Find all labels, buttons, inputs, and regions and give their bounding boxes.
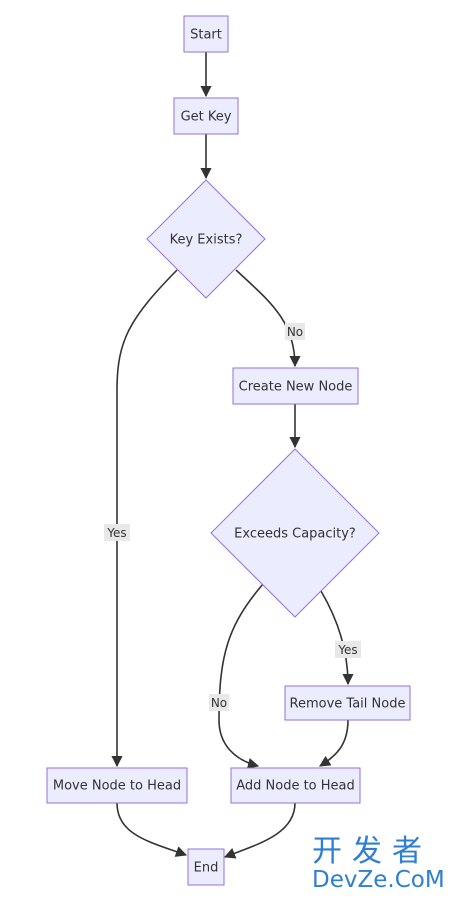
node-start-label: Start xyxy=(190,28,222,43)
edge-label-capacity-no: No xyxy=(209,694,229,711)
node-remove-tail-node-label: Remove Tail Node xyxy=(290,697,406,712)
node-end-label: End xyxy=(194,861,219,876)
edge-label-capacity-yes: Yes xyxy=(335,641,361,658)
node-add-node-to-head: Add Node to Head xyxy=(230,767,361,804)
node-create-new-node-label: Create New Node xyxy=(239,380,353,395)
edge-key-exists-yes xyxy=(111,269,178,768)
node-start: Start xyxy=(183,15,229,53)
watermark: 开发者 DevZe.CoM xyxy=(312,834,445,893)
node-create-new-node: Create New Node xyxy=(232,367,359,405)
node-remove-tail-node: Remove Tail Node xyxy=(284,685,411,721)
node-move-node-to-head: Move Node to Head xyxy=(46,767,188,804)
node-key-exists-label: Key Exists? xyxy=(170,233,243,248)
edge-capacity-yes xyxy=(320,590,354,686)
node-move-node-to-head-label: Move Node to Head xyxy=(53,779,181,794)
watermark-chinese: 开发者 xyxy=(312,834,432,869)
edge-label-key-exists-yes-text: Yes xyxy=(106,526,126,540)
node-exceeds-capacity: Exceeds Capacity? xyxy=(210,448,380,618)
edge-capacity-no xyxy=(218,583,264,769)
node-add-node-to-head-label: Add Node to Head xyxy=(236,779,355,794)
node-end: End xyxy=(187,848,225,886)
edge-label-key-exists-no-text: No xyxy=(287,325,303,339)
node-key-exists: Key Exists? xyxy=(146,179,266,299)
node-get-key-label: Get Key xyxy=(181,110,232,125)
edge-label-key-exists-no: No xyxy=(285,323,305,340)
edge-move-to-end xyxy=(116,802,188,857)
edge-key-exists-no xyxy=(235,269,301,368)
node-get-key: Get Key xyxy=(173,97,239,135)
edge-add-to-end xyxy=(223,802,296,859)
node-exceeds-capacity-label: Exceeds Capacity? xyxy=(234,527,356,542)
edge-label-key-exists-yes: Yes xyxy=(104,524,130,541)
edge-remove-to-add xyxy=(319,719,349,767)
edge-label-capacity-no-text: No xyxy=(211,696,227,710)
edge-label-capacity-yes-text: Yes xyxy=(337,643,357,657)
watermark-latin: DevZe.CoM xyxy=(312,867,445,893)
